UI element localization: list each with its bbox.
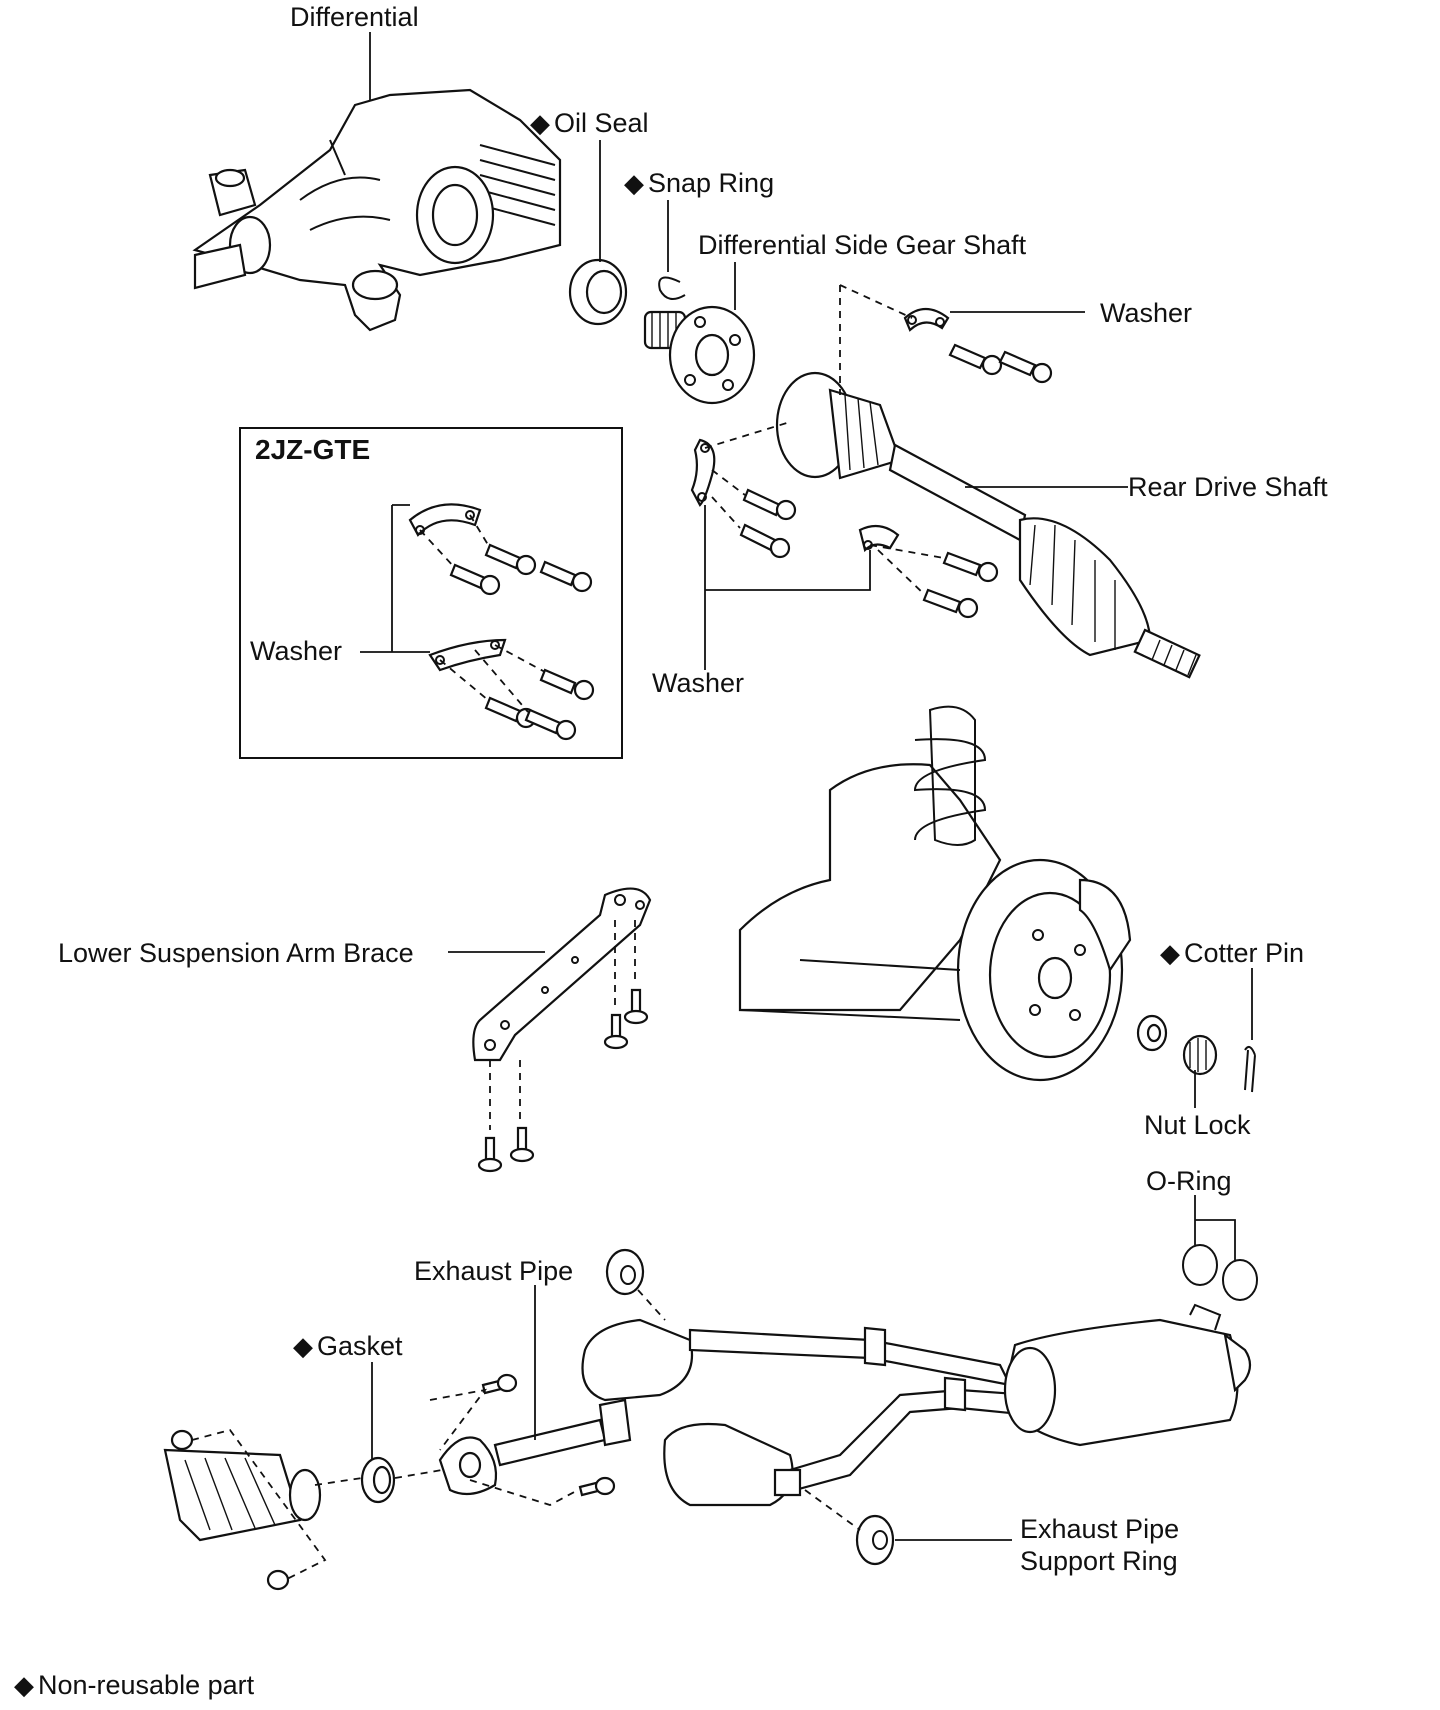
washer-center-part [690, 438, 999, 619]
snap-ring-part [658, 276, 686, 300]
legend-text: Non-reusable part [38, 1670, 255, 1700]
exhaust-system-part [163, 1303, 1252, 1542]
label-lower-arm-brace: Lower Suspension Arm Brace [58, 938, 414, 968]
inset-washer-parts [408, 503, 595, 741]
label-support-ring-line2: Support Ring [1020, 1546, 1178, 1576]
engine-variant-inset-box [239, 427, 623, 759]
label-o-ring: O-Ring [1146, 1166, 1232, 1196]
lower-arm-brace-part [472, 887, 652, 1062]
label-oil-seal-text: Oil Seal [554, 108, 649, 138]
non-reusable-icon: ◆ [624, 168, 644, 198]
nut-lock-parts [1136, 1014, 1256, 1093]
label-washer-top: Washer [1100, 298, 1193, 328]
washer-top-part [903, 307, 1053, 384]
leader-washer-inset [360, 504, 430, 653]
label-gasket-text: Gasket [317, 1331, 403, 1361]
non-reusable-icon: ◆ [293, 1331, 313, 1361]
label-snap-ring: ◆Snap Ring [624, 168, 774, 199]
label-cotter-pin-text: Cotter Pin [1184, 938, 1305, 968]
dash-washer-top [839, 284, 913, 395]
label-snap-ring-text: Snap Ring [648, 168, 775, 198]
label-gasket: ◆Gasket [293, 1331, 403, 1362]
dash-washer-center [704, 421, 945, 596]
side-gear-shaft-part [643, 305, 756, 405]
o-ring-parts [1182, 1244, 1258, 1301]
label-support-ring-line1: Exhaust Pipe [1020, 1514, 1180, 1544]
legend-non-reusable: ◆Non-reusable part [14, 1670, 254, 1701]
non-reusable-icon: ◆ [530, 108, 550, 138]
suspension-hub-assembly [738, 705, 1132, 1082]
label-engine-variant: 2JZ-GTE [255, 434, 371, 465]
dash-exhaust [191, 1289, 861, 1581]
brace-bolts [477, 988, 649, 1173]
exhaust-hardware [170, 1248, 895, 1591]
label-rear-drive-shaft: Rear Drive Shaft [1128, 472, 1328, 502]
leader-washer-center [704, 505, 871, 670]
dash-brace-bolts [489, 920, 636, 1130]
label-nut-lock: Nut Lock [1144, 1110, 1251, 1140]
label-washer-inset: Washer [250, 636, 343, 666]
oil-seal-part [568, 258, 628, 326]
differential-assembly [192, 88, 562, 332]
leader-o-ring [1194, 1195, 1236, 1260]
dash-inset [419, 514, 546, 713]
label-exhaust-pipe: Exhaust Pipe [414, 1256, 574, 1286]
label-cotter-pin: ◆Cotter Pin [1160, 938, 1304, 969]
non-reusable-icon: ◆ [1160, 938, 1180, 968]
label-washer-center: Washer [652, 668, 745, 698]
non-reusable-icon: ◆ [14, 1670, 34, 1700]
rear-drive-shaft-part [775, 371, 1201, 679]
label-oil-seal: ◆Oil Seal [530, 108, 649, 139]
label-differential: Differential [290, 2, 419, 32]
label-side-gear-shaft: Differential Side Gear Shaft [698, 230, 1027, 260]
